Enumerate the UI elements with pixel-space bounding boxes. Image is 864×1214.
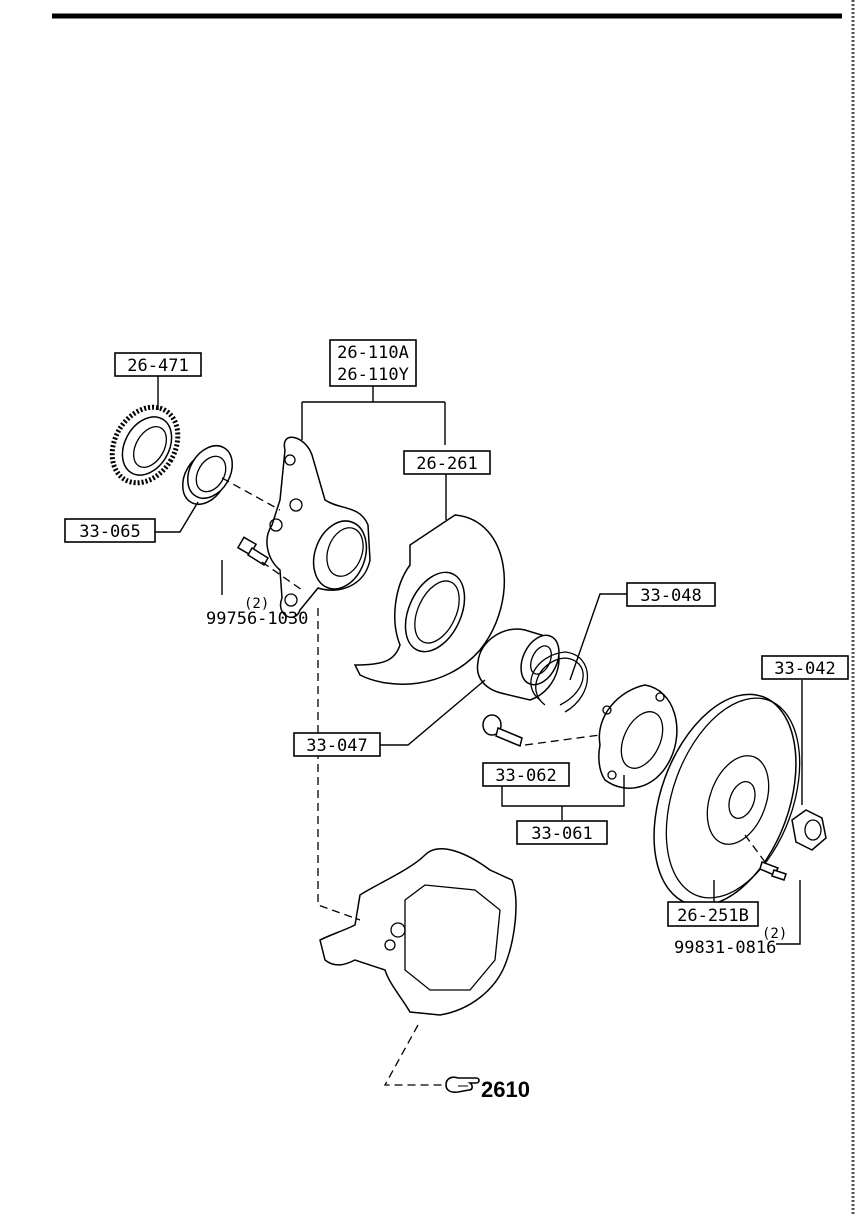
svg-text:26-251B: 26-251B [677, 906, 749, 926]
svg-text:33-048: 33-048 [640, 586, 701, 606]
svg-text:(2): (2) [244, 596, 269, 612]
svg-text:99831-0816: 99831-0816 [674, 938, 776, 958]
hub-nut-part [791, 809, 827, 851]
knuckle-bolt-part [236, 536, 270, 567]
assembly-dashed-lines [221, 477, 766, 1086]
svg-text:2610: 2610 [481, 1077, 530, 1102]
svg-text:33-065: 33-065 [79, 522, 140, 542]
svg-text:33-042: 33-042 [774, 659, 835, 679]
label-33-061: 33-061 [516, 820, 608, 845]
svg-text:33-061: 33-061 [531, 824, 592, 844]
svg-text:26-110Y: 26-110Y [337, 365, 409, 385]
svg-text:26-110A: 26-110A [337, 343, 409, 363]
bearing-part [476, 628, 560, 701]
hub-bolt-part [482, 714, 523, 748]
seal-part [181, 445, 234, 505]
dust-cover-part [353, 514, 506, 685]
label-33-065: 33-065 [64, 518, 156, 543]
svg-text:99756-1030: 99756-1030 [206, 609, 308, 629]
disc-screw-part [759, 861, 787, 881]
caliper-reference[interactable]: 2610 [445, 1076, 530, 1102]
abs-ring-part [109, 404, 181, 486]
label-33-047: 33-047 [293, 732, 381, 757]
label-33-062: 33-062 [482, 762, 570, 787]
snap-ring-part [530, 651, 588, 713]
label-26-471: 26-471 [114, 352, 202, 377]
knuckle-part [266, 436, 371, 619]
label-33-042: 33-042 [761, 655, 849, 680]
label-99831-0816: (2) 99831-0816 [674, 926, 787, 958]
label-26-110: 26-110A 26-110Y [329, 339, 417, 387]
svg-text:(2): (2) [762, 926, 787, 942]
label-33-048: 33-048 [626, 582, 716, 607]
svg-text:26-261: 26-261 [416, 454, 477, 474]
svg-text:26-471: 26-471 [127, 356, 188, 376]
label-26-261: 26-261 [403, 450, 491, 475]
label-26-251B: 26-251B [667, 901, 759, 927]
label-99756-1030: (2) 99756-1030 [206, 596, 308, 629]
svg-text:33-047: 33-047 [306, 736, 367, 756]
caliper-part [319, 848, 517, 1016]
hub-part [598, 684, 678, 789]
brake-disc-part [653, 693, 801, 907]
pointing-hand-icon [445, 1076, 480, 1093]
svg-text:33-062: 33-062 [495, 766, 556, 786]
leader-lines [155, 376, 803, 945]
